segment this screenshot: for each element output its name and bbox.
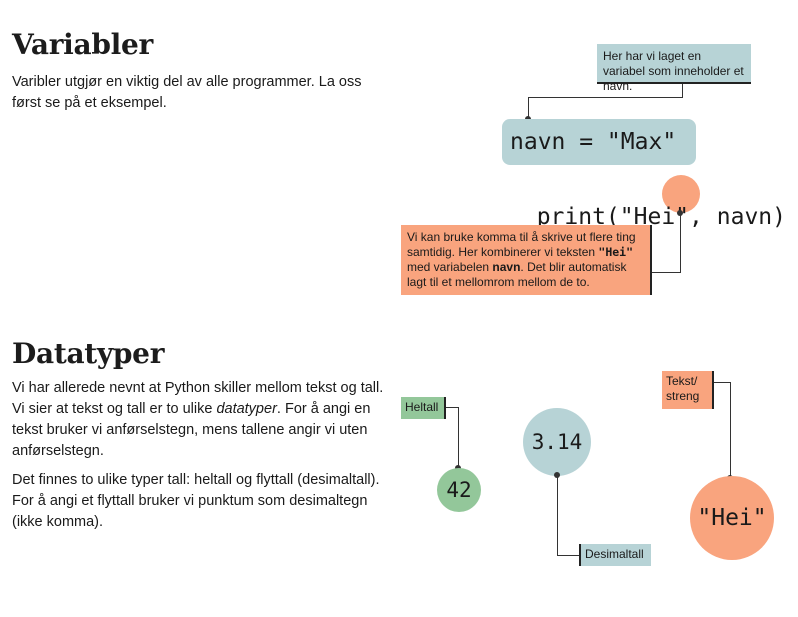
string-value: "Hei" bbox=[697, 505, 767, 531]
note-variable: Her har vi laget en variabel som innehol… bbox=[597, 44, 751, 93]
note-comma: Vi kan bruke komma til å skrive ut flere… bbox=[401, 225, 652, 295]
note-variable-text: Her har vi laget en variabel som innehol… bbox=[603, 49, 744, 93]
connector-desimaltall-v bbox=[557, 475, 558, 556]
connector-tekst-v bbox=[730, 382, 731, 478]
code-print: print("Hei", navn) bbox=[509, 178, 786, 230]
note-comma-text-1: Vi kan bruke komma til å skrive ut flere… bbox=[407, 230, 636, 259]
code-print-comma: , bbox=[689, 204, 703, 230]
label-tekst-text: Tekst/ streng bbox=[666, 374, 700, 403]
connector-variable-h bbox=[528, 97, 683, 98]
connector-heltall-v bbox=[458, 407, 459, 469]
variabler-intro: Varibler utgjør en viktig del av alle pr… bbox=[12, 74, 362, 111]
connector-comma-v bbox=[680, 213, 681, 273]
label-desimaltall-text: Desimaltall bbox=[585, 547, 644, 561]
label-heltall-text: Heltall bbox=[405, 400, 439, 414]
datatyper-para1-b: . For å angi en tekst bruker vi anførsel… bbox=[12, 401, 371, 459]
connector-variable-v2 bbox=[528, 97, 529, 119]
label-desimaltall: Desimaltall bbox=[579, 544, 651, 566]
note-comma-code: "Hei" bbox=[598, 245, 634, 259]
int-value-circle: 42 bbox=[437, 468, 481, 512]
datatyper-para1: Vi har allerede nevnt at Python skiller … bbox=[12, 378, 384, 462]
datatyper-para1-em: datatyper bbox=[216, 401, 277, 417]
variabler-heading: Variabler bbox=[12, 28, 153, 61]
datatyper-heading: Datatyper bbox=[12, 337, 165, 370]
code-print-after: navn) bbox=[716, 204, 786, 230]
connector-comma-h bbox=[652, 272, 681, 273]
comma-highlight bbox=[662, 175, 700, 213]
connector-tekst-h bbox=[714, 382, 731, 383]
note-comma-var: navn bbox=[492, 260, 521, 274]
datatyper-para1-a: Vi har allerede nevnt at Python skiller … bbox=[12, 380, 384, 417]
connector-desimaltall-h bbox=[557, 555, 579, 556]
int-value: 42 bbox=[446, 478, 472, 502]
connector-heltall-h bbox=[446, 407, 459, 408]
code-assign-box: navn = "Max" bbox=[502, 119, 696, 165]
code-assign: navn = "Max" bbox=[510, 129, 677, 155]
label-tekst: Tekst/ streng bbox=[662, 371, 714, 409]
note-comma-text-3: . Det blir automatisk lagt til et mellom… bbox=[407, 260, 627, 289]
datatyper-para2: Det finnes to ulike typer tall: heltall … bbox=[12, 472, 380, 530]
float-value-circle: 3.14 bbox=[523, 408, 591, 476]
float-value: 3.14 bbox=[531, 430, 583, 454]
connector-variable-v1 bbox=[682, 84, 683, 98]
note-comma-text-2: med variabelen bbox=[407, 260, 493, 274]
string-value-circle: "Hei" bbox=[690, 476, 774, 560]
label-heltall: Heltall bbox=[401, 397, 446, 419]
